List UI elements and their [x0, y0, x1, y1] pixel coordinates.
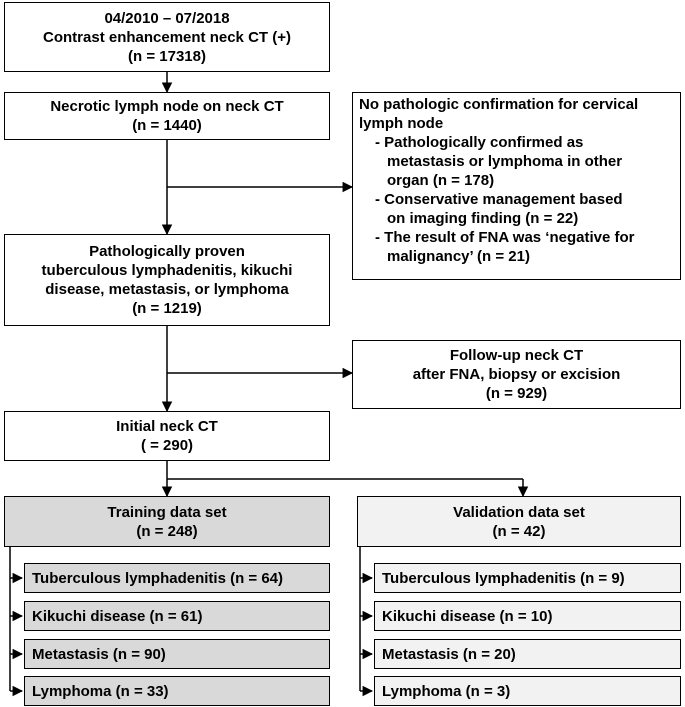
training-count: (n = 248)	[136, 522, 198, 540]
exclusion-bullet-metastasis: - Pathologically confirmed as metastasis…	[359, 133, 674, 190]
initial-count: ( = 290)	[140, 437, 194, 454]
proven-line2: tuberculous lymphadenitis, kikuchi	[41, 262, 293, 279]
exclusion-bullet-fna-negative: - The result of FNA was ‘negative for ma…	[359, 228, 674, 266]
leaf-label: Tuberculous lymphadenitis (n = 64)	[32, 569, 284, 587]
training-kikuchi: Kikuchi disease (n = 61)	[24, 601, 330, 631]
bullet-line: - The result of FNA was ‘negative for	[375, 229, 635, 246]
training-tuberculous: Tuberculous lymphadenitis (n = 64)	[24, 563, 330, 593]
bullet-line: - Pathologically confirmed as	[375, 134, 584, 151]
box-necrotic-lymph-node: Necrotic lymph node on neck CT (n = 1440…	[4, 92, 330, 140]
followup-line2: after FNA, biopsy or excision	[412, 366, 621, 383]
bullet-line: - Conservative management based	[375, 191, 623, 208]
exclusion-bullet-conservative: - Conservative management based on imagi…	[359, 190, 674, 228]
validation-metastasis: Metastasis (n = 20)	[374, 639, 681, 669]
leaf-label: Metastasis (n = 20)	[382, 645, 516, 663]
proven-line3: disease, metastasis, or lymphoma	[45, 281, 289, 298]
exclusion-title-line2: lymph node	[359, 115, 444, 132]
followup-count: (n = 929)	[485, 385, 548, 402]
bullet-line: malignancy’ (n = 21)	[387, 248, 530, 265]
box-exclusion-no-confirmation: No pathologic confirmation for cervical …	[352, 92, 681, 280]
necrotic-title: Necrotic lymph node on neck CT	[50, 98, 284, 115]
validation-tuberculous: Tuberculous lymphadenitis (n = 9)	[374, 563, 681, 593]
followup-line1: Follow-up neck CT	[449, 347, 584, 364]
count-text: (n = 17318)	[128, 47, 206, 65]
training-lymphoma: Lymphoma (n = 33)	[24, 676, 330, 706]
leaf-label: Kikuchi disease (n = 10)	[382, 607, 553, 625]
box-followup-excluded: Follow-up neck CT after FNA, biopsy or e…	[352, 340, 681, 409]
exclusion-title-line1: No pathologic confirmation for cervical	[359, 96, 639, 113]
bullet-line: on imaging finding (n = 22)	[387, 210, 579, 227]
bullet-line: metastasis or lymphoma in other	[387, 153, 623, 170]
bullet-line: organ (n = 178)	[387, 172, 495, 189]
box-study-period: 04/2010 – 07/2018 Contrast enhancement n…	[4, 2, 330, 72]
necrotic-count: (n = 1440)	[132, 117, 202, 134]
training-metastasis: Metastasis (n = 90)	[24, 639, 330, 669]
initial-title: Initial neck CT	[116, 418, 218, 435]
validation-count: (n = 42)	[492, 522, 546, 540]
validation-lymphoma: Lymphoma (n = 3)	[374, 676, 681, 706]
validation-title: Validation data set	[453, 503, 585, 521]
leaf-label: Lymphoma (n = 3)	[382, 682, 511, 700]
box-validation-set: Validation data set (n = 42)	[357, 496, 681, 547]
leaf-label: Kikuchi disease (n = 61)	[32, 607, 203, 625]
proven-count: (n = 1219)	[132, 300, 202, 317]
training-title: Training data set	[107, 503, 227, 521]
box-training-set: Training data set (n = 248)	[4, 496, 330, 547]
leaf-label: Metastasis (n = 90)	[32, 645, 166, 663]
box-initial-neck-ct: Initial neck CT ( = 290)	[4, 411, 330, 461]
ct-criteria-text: Contrast enhancement neck CT (+)	[43, 28, 291, 46]
validation-kikuchi: Kikuchi disease (n = 10)	[374, 601, 681, 631]
box-pathologically-proven: Pathologically proven tuberculous lympha…	[4, 234, 330, 326]
study-period-text: 04/2010 – 07/2018	[104, 9, 230, 27]
leaf-label: Lymphoma (n = 33)	[32, 682, 169, 700]
leaf-label: Tuberculous lymphadenitis (n = 9)	[382, 569, 625, 587]
proven-line1: Pathologically proven	[89, 243, 245, 260]
